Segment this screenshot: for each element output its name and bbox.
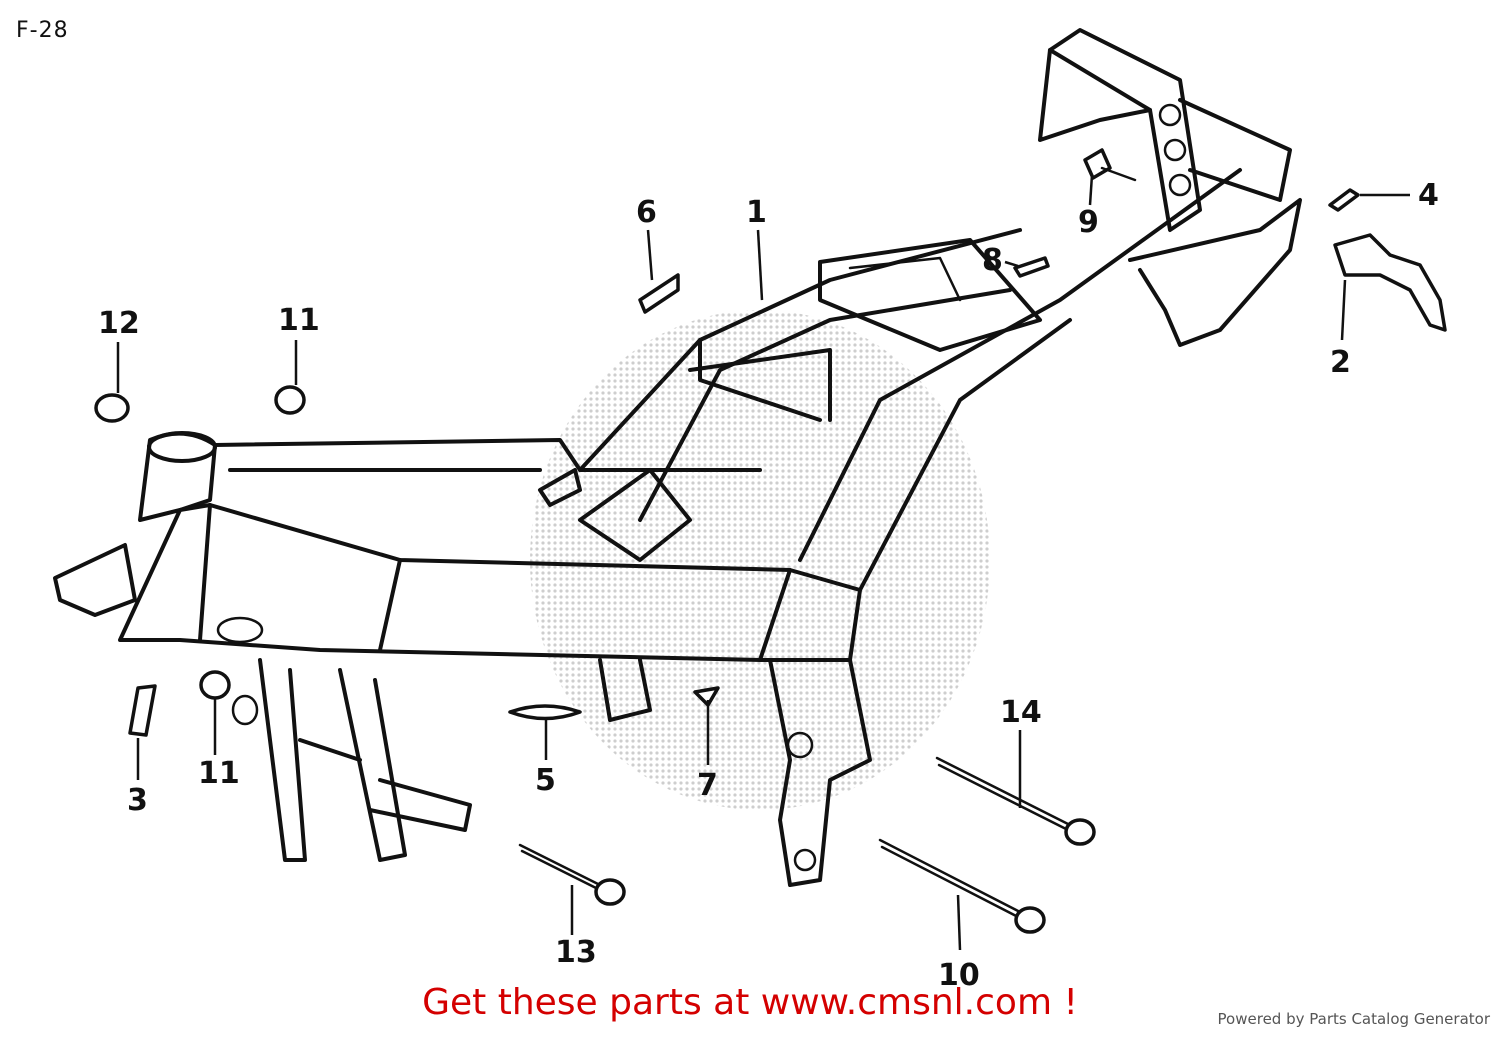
callout-1: 1	[746, 195, 767, 230]
watermark-logo	[530, 310, 990, 810]
generator-credit: Powered by Parts Catalog Generator	[1217, 1010, 1490, 1028]
part-3	[128, 684, 157, 737]
callout-labels: 1 2 3 4 5 6 7 8 9 10 11 11 12 13 14	[98, 178, 1439, 993]
part-4	[1328, 188, 1360, 212]
callout-14: 14	[1000, 695, 1042, 730]
callout-11-lower: 11	[198, 756, 240, 791]
callout-7: 7	[697, 768, 718, 803]
small-parts	[94, 148, 1447, 934]
callout-3: 3	[127, 783, 148, 818]
main-frame	[53, 28, 1302, 887]
part-14	[935, 756, 1096, 846]
callout-4: 4	[1418, 178, 1439, 213]
callout-6: 6	[636, 195, 657, 230]
callout-11-upper: 11	[278, 303, 320, 338]
part-9	[1083, 148, 1137, 182]
part-2	[1333, 233, 1447, 332]
part-7	[693, 686, 720, 707]
part-5	[508, 704, 582, 721]
part-11-lower	[199, 670, 231, 700]
callout-8: 8	[982, 243, 1003, 278]
part-6	[638, 273, 680, 314]
call-to-action-link[interactable]: Get these parts at www.cmsnl.com !	[422, 982, 1078, 1023]
callout-10: 10	[938, 958, 980, 993]
part-12	[94, 393, 130, 423]
page-code: F-28	[16, 18, 69, 43]
part-8	[1013, 256, 1050, 278]
part-11-upper	[274, 385, 306, 415]
callout-5: 5	[535, 763, 556, 798]
part-10	[878, 838, 1046, 934]
callout-12: 12	[98, 306, 140, 341]
callout-9: 9	[1078, 205, 1099, 240]
callout-2: 2	[1330, 345, 1351, 380]
part-13	[518, 843, 626, 906]
leader-lines	[116, 174, 1410, 951]
callout-13: 13	[555, 935, 597, 970]
